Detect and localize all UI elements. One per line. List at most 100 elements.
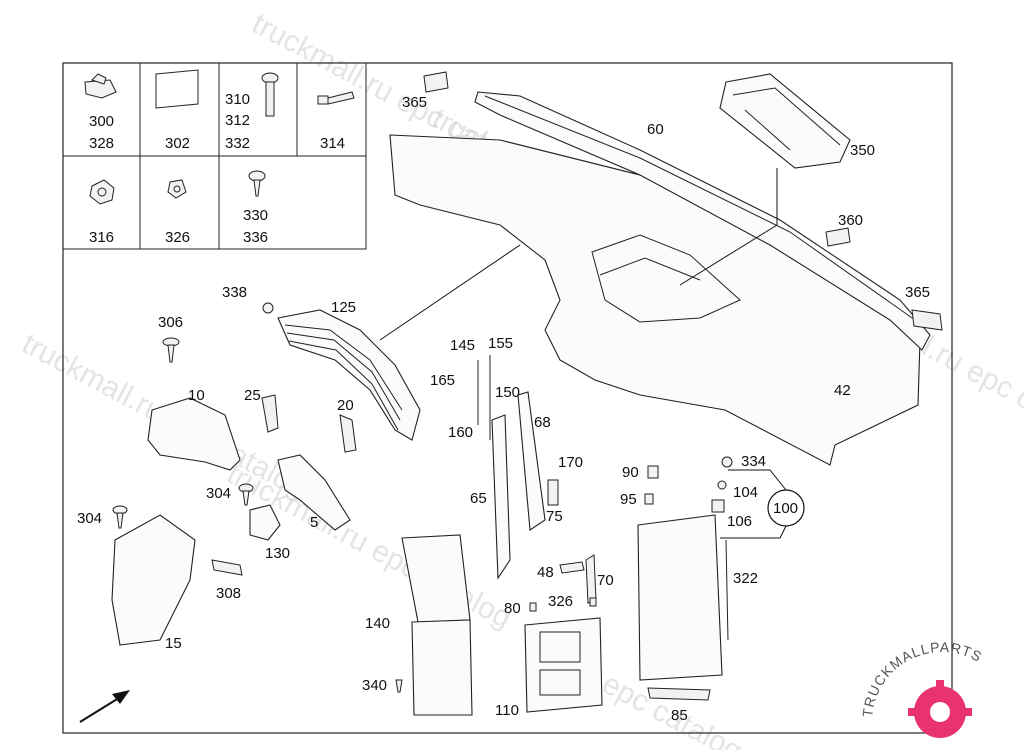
direction-arrow-icon <box>79 690 130 723</box>
leader-line <box>728 469 787 491</box>
table-label: 336 <box>243 229 268 246</box>
dashboard-body-part <box>389 134 921 466</box>
callout-label: 322 <box>733 570 758 587</box>
callout-label: 160 <box>448 424 473 441</box>
bolt-icon <box>261 72 279 117</box>
bracket-65-part <box>491 414 511 580</box>
diagram-frame <box>62 62 953 734</box>
callout-label: 304 <box>206 485 231 502</box>
callout-label: 140 <box>365 615 390 632</box>
callout-label: 106 <box>727 513 752 530</box>
speaker-box-part <box>719 73 851 169</box>
trim-edge-line <box>484 95 916 321</box>
callout-label: 20 <box>337 397 354 414</box>
clip-365-right-part <box>911 309 943 331</box>
table-label: 316 <box>89 229 114 246</box>
screw-338-part <box>262 302 274 314</box>
callout-label: 25 <box>244 387 261 404</box>
bracket-68-part <box>517 391 546 531</box>
callout-label: 100 <box>773 500 798 517</box>
truckmallparts-logo: TRUCKMALLPARTS <box>859 639 984 738</box>
table-label: 326 <box>165 229 190 246</box>
callout-label: 95 <box>620 491 637 508</box>
clip-360-part <box>825 227 851 247</box>
gear-icon <box>908 680 972 738</box>
callout-label: 68 <box>534 414 551 431</box>
callout-label: 70 <box>597 572 614 589</box>
clip-25-part <box>261 394 279 433</box>
screw-icon <box>317 91 355 105</box>
callout-label: 334 <box>741 453 766 470</box>
callout-label: 60 <box>647 121 664 138</box>
storage-box-140-part <box>401 534 473 716</box>
callout-label: 170 <box>558 454 583 471</box>
callout-label: 65 <box>470 490 487 507</box>
callout-label: 90 <box>622 464 639 481</box>
clip-icon <box>84 79 117 99</box>
table-label: 330 <box>243 207 268 224</box>
callout-label: 165 <box>430 372 455 389</box>
clip-106-part <box>711 499 725 513</box>
callout-label: 42 <box>834 382 851 399</box>
callout-label: 360 <box>838 212 863 229</box>
callout-label: 15 <box>165 635 182 652</box>
callout-label: 150 <box>495 384 520 401</box>
strip-85-part <box>647 687 711 701</box>
callout-label: 48 <box>537 564 554 581</box>
screw-340-part <box>395 679 403 693</box>
cover-panel-322-part <box>637 514 723 681</box>
table-label: 300 <box>89 113 114 130</box>
callout-label: 308 <box>216 585 241 602</box>
table-label: 312 <box>225 112 250 129</box>
callout-label: 110 <box>495 702 519 719</box>
washer-104-part <box>717 480 727 490</box>
clip-90-part <box>647 465 659 479</box>
opening-edge <box>599 257 701 281</box>
screw-48-part <box>559 561 585 574</box>
bolt-308-part <box>211 559 243 576</box>
screw-304-part <box>112 505 128 529</box>
table-label: 314 <box>320 135 345 152</box>
callout-label: 338 <box>222 284 247 301</box>
table-label: 332 <box>225 135 250 152</box>
callout-labels: 365 60 350 360 365 42 338 125 306 10 25 … <box>77 94 930 724</box>
bracket-10-part <box>147 397 241 471</box>
screw-304-part <box>238 483 254 506</box>
callout-label: 155 <box>488 335 513 352</box>
callout-label: 365 <box>402 94 427 111</box>
seal-strip <box>725 539 729 641</box>
callout-label: 104 <box>733 484 758 501</box>
callout-label: 85 <box>671 707 688 724</box>
top-trim-strip-part <box>474 91 931 351</box>
clip-top-icon <box>91 73 107 85</box>
callout-label: 350 <box>850 142 875 159</box>
callout-label: 340 <box>362 677 387 694</box>
screw-306-part <box>162 337 180 363</box>
leader-line <box>379 244 521 341</box>
clip-365-left-part <box>423 71 449 93</box>
callout-label: 304 <box>77 510 102 527</box>
bracket-5-part <box>277 454 351 531</box>
nut-icon <box>89 179 115 205</box>
bracket-20-part <box>339 414 357 453</box>
leader-line <box>720 525 787 539</box>
radio-bezel-110-part <box>524 617 603 713</box>
callout-label: 5 <box>310 514 318 531</box>
clip-95-part <box>644 493 654 505</box>
panel-15-part <box>111 514 196 646</box>
table-label: 310 <box>225 91 250 108</box>
table-label: 328 <box>89 135 114 152</box>
instrument-opening <box>591 234 741 323</box>
clip-75-part <box>547 479 559 506</box>
callout-label: 10 <box>188 387 205 404</box>
fastener-table: 300 328 302 310 312 332 314 316 326 330 … <box>62 62 367 250</box>
clip-nut-icon <box>167 179 187 199</box>
duct-130-part <box>249 504 281 541</box>
callout-label: 365 <box>905 284 930 301</box>
callout-label: 145 <box>450 337 475 354</box>
callout-label: 326 <box>548 593 573 610</box>
callout-label: 80 <box>504 600 521 617</box>
table-label: 302 <box>165 135 190 152</box>
adhesive-pad-icon <box>155 69 199 109</box>
